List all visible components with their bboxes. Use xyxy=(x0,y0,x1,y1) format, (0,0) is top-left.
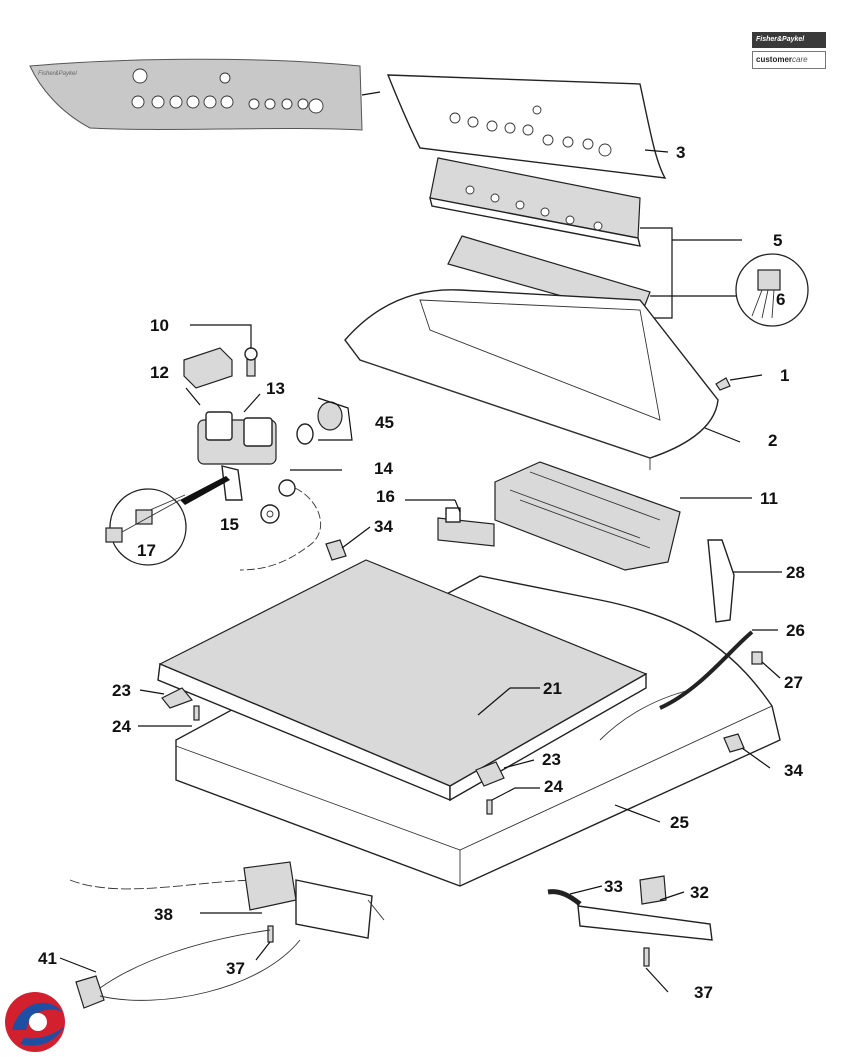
brand-logo-block: Fisher&Paykel customercare xyxy=(752,32,826,70)
part-24-screw-left xyxy=(193,705,200,721)
part-1-screw xyxy=(715,377,731,391)
part-41-power-cord xyxy=(75,929,301,1009)
part-45-inlet-screens xyxy=(296,401,343,445)
customer-care-text: customer xyxy=(756,55,793,64)
part-37-screw-left xyxy=(267,925,274,943)
part-34-bumper-upper xyxy=(325,539,347,561)
callout-26: 26 xyxy=(786,621,805,640)
callout-5: 5 xyxy=(773,231,782,250)
callout-34-lower: 34 xyxy=(784,761,803,780)
callout-12: 12 xyxy=(150,363,169,382)
part-12-valve-bracket xyxy=(183,347,233,389)
part-27-fastener xyxy=(751,651,763,665)
control-panel-decal: Fisher&Paykel xyxy=(29,58,363,131)
callout-27: 27 xyxy=(784,673,803,692)
part-14-sensor-wire xyxy=(239,479,322,571)
part-13-water-valve xyxy=(197,411,277,501)
callout-23-right: 23 xyxy=(542,750,561,769)
part-16-lid-lock-clip xyxy=(437,507,495,547)
part-37-screw-right xyxy=(643,947,650,967)
part-32-33-drain-assembly xyxy=(547,875,713,941)
callout-1: 1 xyxy=(780,366,789,385)
part-34-bumper-lower xyxy=(723,733,745,753)
callout-24-right: 24 xyxy=(544,777,563,796)
callout-32: 32 xyxy=(690,883,709,902)
part-17-wire-connector xyxy=(105,488,187,566)
panel-buttons-row xyxy=(131,95,324,114)
callout-37-left: 37 xyxy=(226,959,245,978)
brand-company-label: Fisher&Paykel xyxy=(752,32,826,48)
callout-11: 11 xyxy=(760,489,778,508)
callout-38: 38 xyxy=(154,905,173,924)
callout-3: 3 xyxy=(676,143,685,162)
callout-41: 41 xyxy=(38,949,57,968)
part-10-screw xyxy=(244,347,258,377)
part-26-hose xyxy=(659,630,754,710)
part-21-lid xyxy=(157,559,648,802)
callout-15: 15 xyxy=(220,515,239,534)
customer-care-label: customercare xyxy=(752,51,826,69)
callout-6: 6 xyxy=(776,290,785,309)
callout-37-right: 37 xyxy=(694,983,713,1002)
part-23-lid-bumper-left xyxy=(161,687,194,709)
callout-23-left: 23 xyxy=(112,681,131,700)
part-2-console-housing xyxy=(344,289,719,470)
callout-10: 10 xyxy=(150,316,169,335)
callout-33: 33 xyxy=(604,877,623,896)
part-11-motor-controller xyxy=(494,461,681,571)
callout-45: 45 xyxy=(375,413,394,432)
part-38-filter-cable xyxy=(69,861,385,939)
part-23-lid-bumper-right xyxy=(475,761,505,787)
part-28-side-bracket xyxy=(707,539,735,623)
callout-13: 13 xyxy=(266,379,285,398)
callout-34-upper: 34 xyxy=(374,517,393,536)
watermark-logo xyxy=(5,992,65,1052)
callout-16: 16 xyxy=(376,487,395,506)
part-3-decal-overlay xyxy=(386,74,667,179)
callout-25: 25 xyxy=(670,813,689,832)
part-24-screw-right xyxy=(486,799,493,815)
part-15-grommet xyxy=(260,504,280,524)
customer-care-suffix: care xyxy=(792,55,808,64)
callout-24-left: 24 xyxy=(112,717,131,736)
panel-brand-text: Fisher&Paykel xyxy=(38,71,77,77)
callout-28: 28 xyxy=(786,563,805,582)
callout-17: 17 xyxy=(137,541,156,560)
callout-21: 21 xyxy=(543,679,562,698)
callout-labels: 1 2 3 5 6 10 11 12 13 14 15 16 17 21 23 … xyxy=(38,143,805,1002)
part-6-connector xyxy=(735,253,809,327)
callout-14: 14 xyxy=(374,459,393,478)
callout-2: 2 xyxy=(768,431,777,450)
